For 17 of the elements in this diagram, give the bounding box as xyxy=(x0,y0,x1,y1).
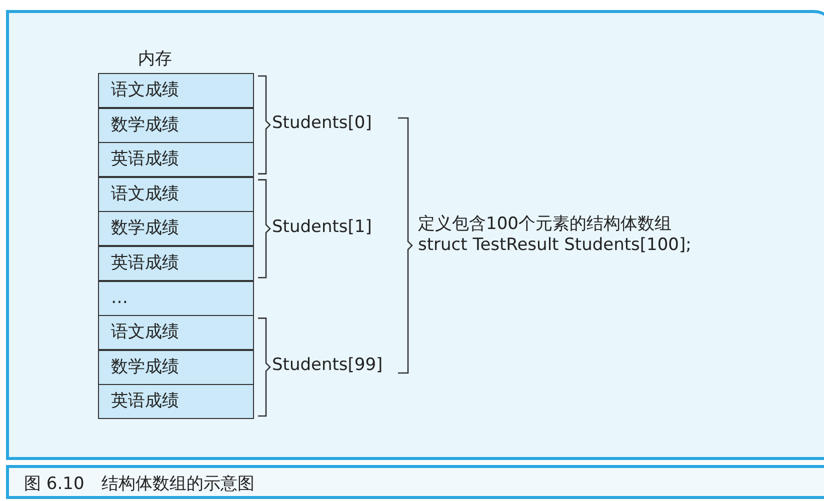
memory-cell: 英语成绩 xyxy=(98,246,254,281)
bracket-label: Students[99] xyxy=(272,355,383,376)
column-heading: 内存 xyxy=(138,48,172,70)
bracket-label: Students[0] xyxy=(272,112,372,133)
bracket-label: Students[1] xyxy=(272,216,372,237)
memory-cell: 英语成绩 xyxy=(98,384,254,420)
memory-cell: 数学成绩 xyxy=(98,108,254,143)
memory-cell: 语文成绩 xyxy=(98,73,254,108)
bracket-label: 定义包含100个元素的结构体数组 xyxy=(418,212,672,234)
memory-cell: … xyxy=(98,280,254,316)
memory-cell: 语文成绩 xyxy=(98,315,254,350)
memory-cell: 英语成绩 xyxy=(98,142,254,178)
memory-cell: 语文成绩 xyxy=(98,176,254,212)
memory-cell: 数学成绩 xyxy=(98,211,254,246)
memory-cell: 数学成绩 xyxy=(98,350,254,385)
bracket-label: struct TestResult Students[100]; xyxy=(418,234,692,254)
figure-caption: 图 6.10 结构体数组的示意图 xyxy=(24,473,254,495)
